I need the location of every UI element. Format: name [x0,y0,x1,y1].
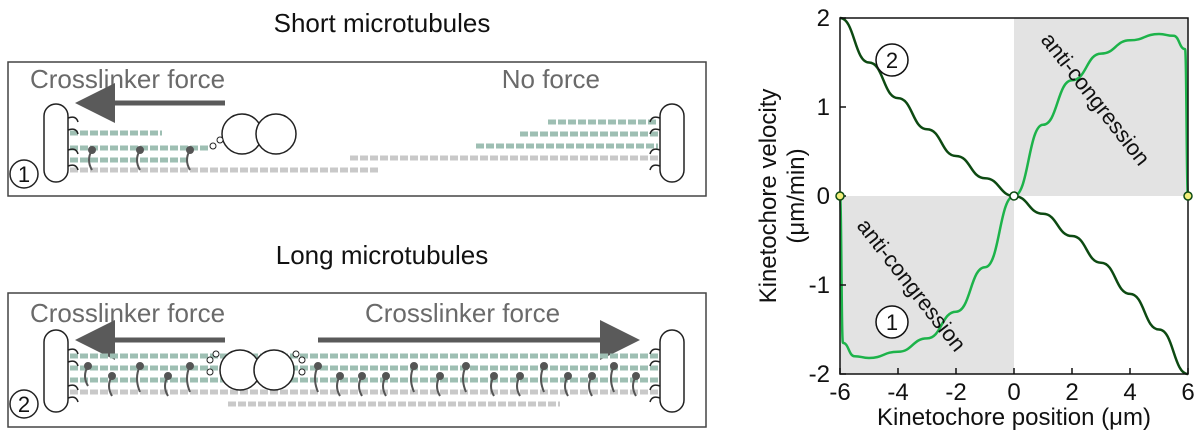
crosslinker-force-label-long-right: Crosslinker force [365,298,560,328]
x-axis-label: Kinetochore position (μm) [877,404,1151,431]
panel-title-long: Long microtubules [276,240,488,270]
chromosome-long [206,349,306,391]
kinetochore-fibrils-short [67,116,661,171]
crosslinkers-long [84,362,640,397]
y-tick-label: 0 [817,183,830,210]
y-axis-label-line2: (μm/min) [783,148,810,243]
series-badge-1: 1 [875,305,909,339]
shaded-region-0 [840,196,1014,374]
chart-ticks: -6 -4 -2 0 2 4 6 2 1 0 -1 -2 [809,5,1195,406]
right-kinetochore-short [659,103,685,183]
svg-text:2: 2 [18,392,30,417]
fixed-point-0 [835,191,845,201]
x-tick-label: -6 [829,379,850,406]
fixed-point-1 [1009,191,1019,201]
microtubule-bundle-long [70,353,658,407]
kinetochore-fibrils-long [67,348,661,403]
panel-title-short: Short microtubules [274,8,491,38]
velocity-position-chart: -6 -4 -2 0 2 4 6 2 1 0 -1 -2 Kinetochore position (… [755,5,1195,431]
fixed-point-2 [1183,191,1193,201]
x-tick-label: -4 [887,379,908,406]
badge-2-long-panel: 2 [9,389,39,419]
x-tick-label: 6 [1181,379,1194,406]
y-tick-label: 2 [817,5,830,32]
y-tick-label: 1 [817,94,830,121]
left-kinetochore-short [43,103,69,183]
svg-text:2: 2 [886,48,898,73]
microtubule-bundle-short [70,119,658,173]
no-force-label: No force [502,64,600,94]
x-tick-label: -2 [945,379,966,406]
fixed-points [835,191,1193,201]
right-kinetochore-long [659,329,685,413]
svg-text:1: 1 [886,310,898,335]
crosslinkers-short [88,146,194,171]
panel-frame-long [7,292,707,428]
badge-1-short-panel: 1 [9,159,39,189]
crosslinker-force-label-short: Crosslinker force [30,64,225,94]
x-tick-label: 4 [1123,379,1136,406]
shaded-region-1 [1014,18,1188,196]
y-tick-label: -2 [809,361,830,388]
y-tick-label: -1 [809,272,830,299]
panel-frame-short [7,61,707,197]
x-tick-label: 2 [1065,379,1078,406]
x-tick-label: 0 [1007,379,1020,406]
y-axis-label-line1: Kinetochore velocity [755,89,782,304]
long-microtubules-panel: Long microtubules Crosslinker force Cros… [7,240,707,428]
chromosome-short [209,113,297,155]
shaded-regions [840,18,1188,374]
short-microtubules-panel: Short microtubules Crosslinker force No … [7,8,707,197]
series-badge-2: 2 [875,43,909,77]
crosslinker-force-label-long-left: Crosslinker force [30,298,225,328]
left-kinetochore-long [43,329,69,413]
svg-text:1: 1 [18,162,30,187]
